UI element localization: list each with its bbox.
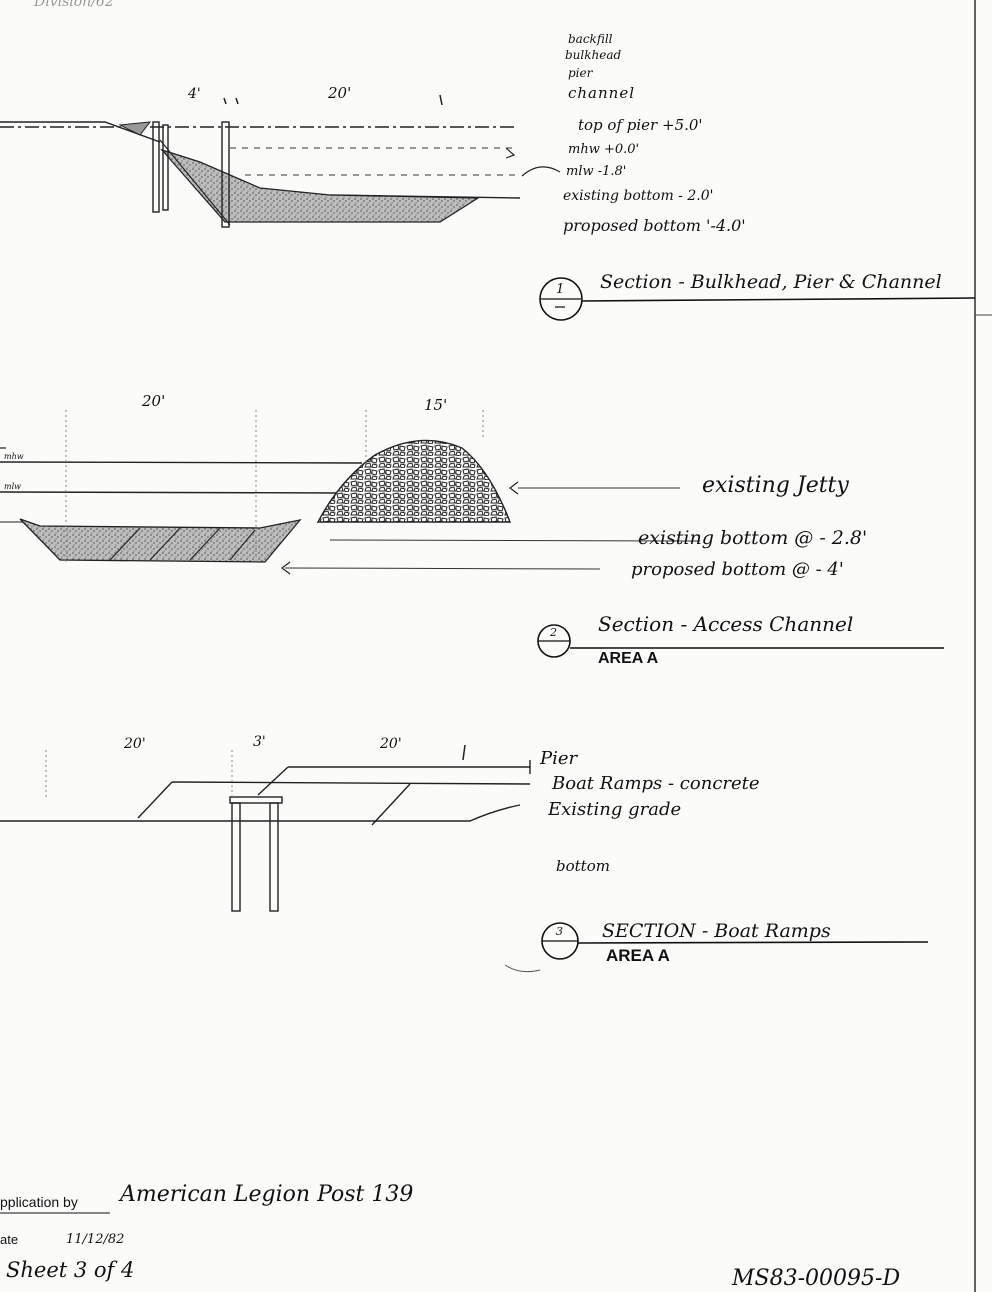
mhw-tag: mhw <box>4 452 24 461</box>
level-existing-bottom: existing bottom - 2.0' <box>563 188 714 204</box>
section-3-area: AREA A <box>606 946 670 965</box>
section-2-callout <box>537 624 944 658</box>
applicant-name: American Legion Post 139 <box>120 1182 414 1207</box>
section-3-drawing <box>0 744 531 912</box>
boat-ramps-label: Boat Ramps - concrete <box>552 773 760 794</box>
section-3-callout <box>504 922 929 973</box>
section-2-drawing <box>0 410 701 575</box>
section-3-dim-pier: 3' <box>253 734 266 750</box>
section-2-title: Section - Access Channel <box>598 612 854 636</box>
date-label: ate <box>0 1232 19 1247</box>
boat-ramp-top-line <box>171 781 531 785</box>
section-3-title-rule <box>577 941 929 944</box>
section-2-dim-right: 15' <box>424 396 448 414</box>
existing-jetty-note: existing Jetty <box>702 473 849 498</box>
mlw-tag: mlw <box>4 482 21 491</box>
leader-arrow <box>521 166 561 177</box>
section-1-bubble <box>539 277 583 321</box>
section-1-dim-large: 20' <box>328 84 352 102</box>
document-number: MS83-00095-D <box>732 1266 901 1291</box>
backfill <box>118 121 152 136</box>
dim-tick <box>439 94 443 106</box>
dim-tick <box>235 97 239 105</box>
pier-cap <box>229 796 283 804</box>
access-channel-section <box>19 518 302 563</box>
pier-pile-left <box>231 802 241 912</box>
header-scribble: Division/62 <box>34 0 114 10</box>
legend-bulkhead: bulkhead <box>565 48 622 62</box>
legend-pier: pier <box>568 66 593 80</box>
jetty-rock-pile <box>316 439 512 523</box>
section-1-callout <box>539 277 976 321</box>
section-2-dim-left: 20' <box>142 392 166 410</box>
section-3-dim-right: 20' <box>380 736 402 752</box>
existing-grade-label: Existing grade <box>548 799 682 820</box>
level-top-of-pier: top of pier +5.0' <box>578 116 703 134</box>
level-mlw: mlw -1.8' <box>566 164 627 179</box>
pier-label: Pier <box>540 748 578 769</box>
level-proposed-bottom: proposed bottom '-4.0' <box>563 216 746 235</box>
channel-section <box>159 148 481 223</box>
existing-bottom-leader <box>329 539 701 542</box>
section-3-title: SECTION - Boat Ramps <box>602 920 831 942</box>
section-3-number: 3 <box>556 925 563 938</box>
legend-backfill: backfill <box>568 32 613 46</box>
section-2-number: 2 <box>550 626 557 639</box>
dim-tick <box>223 97 227 105</box>
section-3-dim-left: 20' <box>124 736 146 752</box>
section-1-title-rule <box>581 297 976 302</box>
pier-pile <box>221 121 230 228</box>
section-1-title: Section - Bulkhead, Pier & Channel <box>600 271 942 293</box>
section-2-area: AREA A <box>598 650 659 667</box>
stray-mark <box>504 964 541 973</box>
bulkhead <box>152 121 160 213</box>
level-mhw: mhw +0.0' <box>568 142 640 157</box>
date-value: 11/12/82 <box>66 1232 125 1247</box>
ramp-slope-left <box>137 781 173 819</box>
ramp-slope-right <box>371 783 411 826</box>
section-1-drawing <box>0 94 561 228</box>
mhw-line <box>0 461 363 464</box>
bulkhead-post <box>162 124 169 211</box>
mlw-line <box>0 491 346 494</box>
arrow-head <box>281 561 291 575</box>
application-by-label: pplication by <box>0 1194 78 1210</box>
slope-line <box>159 139 231 226</box>
arrow-head <box>509 481 519 495</box>
dim-tick <box>462 744 466 761</box>
section-1-dim-small: 4' <box>188 86 201 102</box>
section-1-number: 1 <box>556 282 565 297</box>
proposed-bottom-note: proposed bottom @ - 4' <box>631 559 844 580</box>
proposed-bottom-leader <box>284 567 601 570</box>
channel-hatching <box>109 527 256 561</box>
sheet-number: Sheet 3 of 4 <box>6 1258 135 1282</box>
arrow-head <box>505 147 516 159</box>
pier-pile-right <box>269 802 279 912</box>
bottom-label: bottom <box>556 857 610 875</box>
legend-channel: channel <box>568 84 635 102</box>
ground-left <box>0 121 161 143</box>
existing-grade-line <box>0 804 521 822</box>
existing-bottom-note: existing bottom @ - 2.8' <box>638 527 868 549</box>
pier-brace <box>257 766 289 796</box>
